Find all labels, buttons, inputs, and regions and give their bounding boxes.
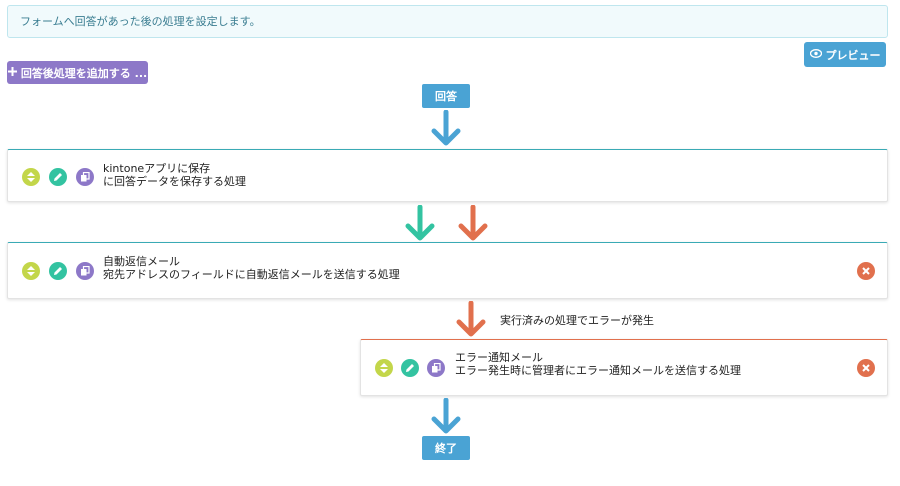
- add-post-process-label: 回答後処理を追加する ...: [20, 66, 148, 80]
- preview-button[interactable]: プレビュー: [804, 42, 886, 67]
- process-card-text: kintoneアプリに保存 に回答データを保存する処理: [103, 162, 246, 188]
- flow-start-badge: 回答: [422, 84, 470, 108]
- sort-icon[interactable]: [22, 168, 40, 186]
- copy-icon[interactable]: [427, 359, 445, 377]
- close-icon[interactable]: [857, 262, 875, 280]
- flow-end-label: 終了: [435, 442, 457, 455]
- pencil-icon[interactable]: [49, 262, 67, 280]
- process-card-description: エラー発生時に管理者にエラー通知メールを送信する処理: [455, 364, 741, 377]
- process-card-error-notify: エラー通知メール エラー発生時に管理者にエラー通知メールを送信する処理: [360, 339, 888, 396]
- process-card-title: kintoneアプリに保存: [103, 162, 211, 175]
- copy-icon[interactable]: [76, 262, 94, 280]
- arrow-down-icon: [405, 205, 435, 241]
- process-card-auto-reply: 自動返信メール 宛先アドレスのフィールドに自動返信メールを送信する処理: [7, 242, 888, 299]
- close-icon[interactable]: [857, 359, 875, 377]
- arrow-down-icon: [431, 110, 461, 146]
- flow-end-badge: 終了: [422, 436, 470, 460]
- flow-start-label: 回答: [435, 90, 457, 103]
- info-banner-text: フォームへ回答があった後の処理を設定します。: [20, 15, 261, 28]
- process-card-kintone: kintoneアプリに保存 に回答データを保存する処理: [7, 149, 888, 202]
- process-card-description: 宛先アドレスのフィールドに自動返信メールを送信する処理: [103, 268, 400, 281]
- process-card-description: に回答データを保存する処理: [103, 175, 246, 188]
- info-banner: フォームへ回答があった後の処理を設定します。: [7, 5, 888, 38]
- sort-icon[interactable]: [375, 359, 393, 377]
- arrow-down-icon: [431, 398, 461, 434]
- error-branch-label: 実行済みの処理でエラーが発生: [500, 314, 654, 327]
- arrow-down-icon: [456, 301, 486, 337]
- process-card-text: エラー通知メール エラー発生時に管理者にエラー通知メールを送信する処理: [455, 351, 741, 377]
- sort-icon[interactable]: [22, 262, 40, 280]
- add-post-process-button[interactable]: 回答後処理を追加する ...: [7, 61, 148, 84]
- arrow-down-icon: [458, 205, 488, 241]
- preview-button-label: プレビュー: [825, 48, 881, 62]
- pencil-icon[interactable]: [49, 168, 67, 186]
- copy-icon[interactable]: [76, 168, 94, 186]
- plus-icon: [7, 66, 17, 79]
- process-card-title: エラー通知メール: [455, 351, 543, 364]
- process-card-text: 自動返信メール 宛先アドレスのフィールドに自動返信メールを送信する処理: [103, 255, 400, 281]
- process-card-title: 自動返信メール: [103, 255, 180, 268]
- eye-icon: [809, 48, 822, 61]
- pencil-icon[interactable]: [401, 359, 419, 377]
